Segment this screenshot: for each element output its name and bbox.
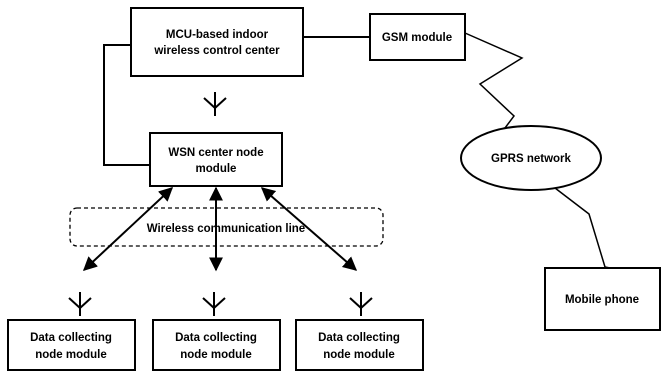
mcu-control-center-box: MCU-based indoor wireless control center bbox=[130, 7, 304, 77]
gsm-label: GSM module bbox=[382, 32, 452, 44]
data-node-1-line1: Data collecting bbox=[30, 332, 112, 344]
wsn-label-line2: module bbox=[196, 163, 237, 175]
wsn-center-node-box: WSN center node module bbox=[149, 132, 283, 187]
data-node-2-line1: Data collecting bbox=[175, 332, 257, 344]
data-node-3-line2: node module bbox=[323, 349, 395, 361]
wsn-to-node1-arrow bbox=[82, 187, 174, 271]
mcu-label-line1: MCU-based indoor bbox=[166, 29, 269, 41]
mcu-wsn-connector bbox=[103, 44, 150, 166]
mobile-phone-label: Mobile phone bbox=[565, 294, 639, 306]
gprs-network-ellipse: GPRS network bbox=[460, 125, 602, 191]
wireless-communication-line-region bbox=[69, 207, 384, 247]
data-node-box-2: Data collecting node module bbox=[152, 319, 281, 371]
data-node-3-line1: Data collecting bbox=[318, 332, 400, 344]
antenna-icon bbox=[203, 92, 227, 116]
data-node-box-1: Data collecting node module bbox=[7, 319, 136, 371]
antenna-icon bbox=[202, 292, 226, 316]
wsn-to-node3-arrow bbox=[260, 187, 358, 271]
data-node-1-line2: node module bbox=[35, 349, 107, 361]
mcu-label-line2: wireless control center bbox=[153, 45, 280, 57]
wsn-label-line1: WSN center node bbox=[168, 147, 263, 159]
gsm-gprs-wireless-link bbox=[464, 32, 524, 129]
gsm-module-box: GSM module bbox=[369, 13, 466, 61]
antenna-icon bbox=[68, 292, 92, 316]
wireless-line-label: Wireless communication line bbox=[147, 223, 305, 235]
gprs-mobile-wireless-link bbox=[554, 187, 611, 269]
gprs-label: GPRS network bbox=[491, 153, 571, 165]
mobile-phone-box: Mobile phone bbox=[544, 267, 661, 331]
data-node-2-line2: node module bbox=[180, 349, 252, 361]
data-node-box-3: Data collecting node module bbox=[295, 319, 424, 371]
antenna-icon bbox=[349, 292, 373, 316]
